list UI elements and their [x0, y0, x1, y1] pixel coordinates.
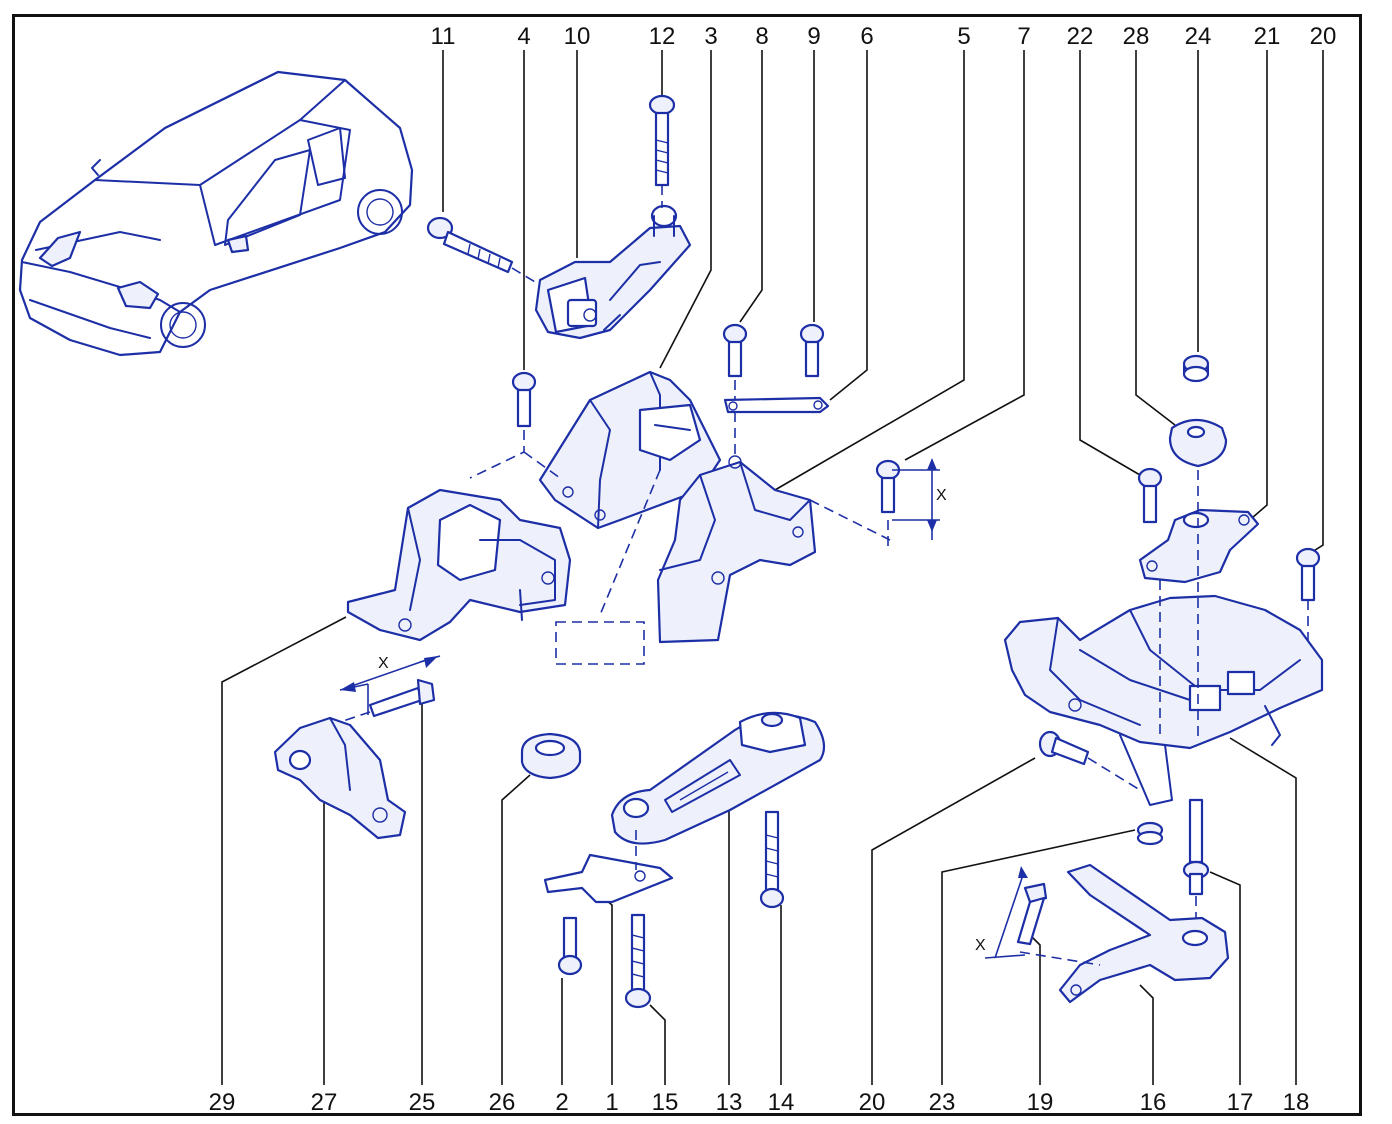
part-29-gearbox-mount [346, 488, 572, 642]
nut-24 [1182, 354, 1210, 383]
stud-17 [1182, 798, 1210, 930]
bolt-4 [469, 371, 561, 479]
label-5: 5 [957, 23, 970, 50]
bolt-12 [648, 94, 676, 208]
leader-8 [739, 50, 763, 323]
car-illustration [18, 70, 414, 357]
bolt-8 [722, 323, 748, 455]
leader-16 [1139, 984, 1154, 1085]
label-20-bottom: 20 [859, 1089, 886, 1116]
label-28: 28 [1123, 23, 1150, 50]
leader-20-top [1311, 50, 1324, 553]
label-10: 10 [564, 23, 591, 50]
label-29: 29 [209, 1089, 236, 1116]
part-21-mount-pad [1138, 508, 1260, 584]
bolt-2 [557, 916, 583, 976]
leader-17 [1209, 871, 1241, 1085]
bolt-14 [759, 810, 785, 909]
leader-22 [1079, 50, 1141, 476]
leader-18 [1229, 737, 1297, 1085]
hidden-detail-box [555, 621, 645, 665]
part-6-plate [723, 396, 830, 414]
leader-23 [941, 829, 1136, 1085]
label-14: 14 [768, 1089, 795, 1116]
leader-6 [829, 50, 868, 401]
dim-x-25: X [378, 655, 389, 672]
dim-x-19: X [975, 937, 986, 954]
leader-29 [221, 616, 347, 1085]
leader-26 [501, 774, 531, 1085]
leader-5 [774, 50, 965, 491]
part-13-lower-torque-rod [610, 711, 826, 845]
label-24: 24 [1185, 23, 1212, 50]
part-27-bracket [273, 716, 407, 840]
label-11: 11 [431, 23, 456, 50]
label-4: 4 [517, 23, 530, 50]
part-5-support-bracket [656, 455, 891, 644]
nut-23 [1136, 821, 1164, 846]
leader-28 [1135, 50, 1176, 426]
leader-15 [649, 1004, 666, 1085]
label-21: 21 [1254, 23, 1281, 50]
bolt-20-bottom [1038, 730, 1141, 791]
bolt-11 [426, 216, 541, 286]
label-22: 22 [1067, 23, 1094, 50]
label-23: 23 [929, 1089, 956, 1116]
bolt-9 [799, 323, 825, 378]
part-26-washer [520, 732, 582, 780]
bolt-22 [1137, 467, 1163, 524]
label-8: 8 [755, 23, 768, 50]
bolt-19 [984, 866, 1101, 966]
bottom-callouts: 29 27 25 26 2 1 15 13 14 20 23 19 16 17 … [209, 1089, 1310, 1116]
part-18-subframe [1003, 470, 1324, 806]
label-1: 1 [605, 1089, 618, 1116]
label-19: 19 [1027, 1089, 1054, 1116]
part-10-torque-rod [534, 204, 692, 340]
part-3-mount-bracket [538, 370, 722, 616]
label-25: 25 [409, 1089, 436, 1116]
label-27: 27 [311, 1089, 338, 1116]
bolt-7 [875, 458, 940, 548]
label-2: 2 [555, 1089, 568, 1116]
label-26: 26 [489, 1089, 516, 1116]
top-callouts: 11 4 10 12 3 8 9 6 5 7 22 28 24 21 20 [431, 23, 1337, 50]
leader-19 [1029, 934, 1041, 1085]
label-16: 16 [1140, 1089, 1167, 1116]
leader-7 [904, 50, 1025, 461]
leader-20-bottom [871, 757, 1036, 1085]
label-6: 6 [860, 23, 873, 50]
dim-x-7: X [936, 487, 947, 504]
label-15: 15 [652, 1089, 679, 1116]
leader-lines [221, 50, 1324, 1085]
bolt-25 [339, 655, 441, 723]
bolt-20-top [1295, 547, 1321, 640]
label-20-top: 20 [1310, 23, 1337, 50]
label-9: 9 [807, 23, 820, 50]
part-1-clip [543, 830, 674, 904]
leader-1 [599, 894, 613, 1085]
leader-21 [1251, 50, 1268, 519]
label-7: 7 [1017, 23, 1030, 50]
label-17: 17 [1227, 1089, 1254, 1116]
label-12: 12 [649, 23, 676, 50]
bolt-15 [624, 913, 652, 1009]
label-13: 13 [716, 1089, 743, 1116]
part-16-lower-arm [1058, 863, 1230, 1004]
leader-3 [659, 50, 712, 369]
washer-28 [1168, 418, 1228, 468]
label-3: 3 [704, 23, 717, 50]
label-18: 18 [1283, 1089, 1310, 1116]
